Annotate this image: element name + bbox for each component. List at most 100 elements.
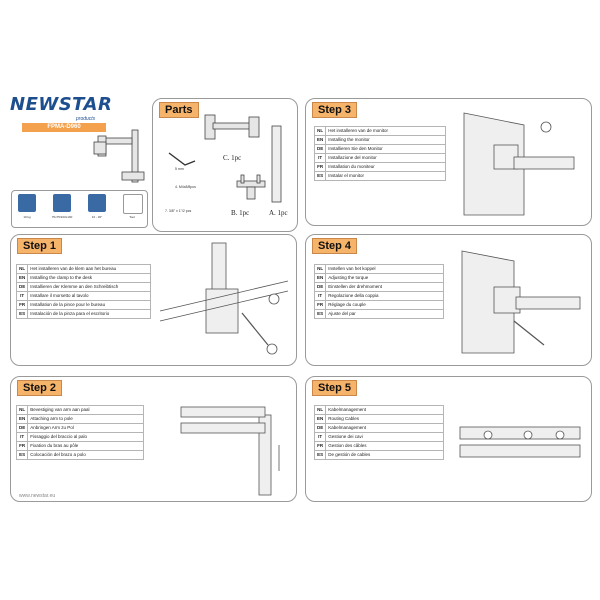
lang-code: EN: [313, 273, 327, 283]
step-5-title: Step 5: [312, 380, 358, 396]
lang-code: IT: [15, 432, 29, 442]
instruction-text: Regolazione della coppia: [325, 291, 444, 301]
instruction-text: Fissaggio del braccio al palo: [27, 432, 144, 442]
lang-code: NL: [313, 405, 327, 415]
step-1-illustration: [159, 242, 289, 355]
model-badge: FPMA-D960: [22, 123, 106, 132]
instruction-text: Het installeren van de klem aan het bure…: [27, 264, 151, 274]
instruction-text: De gestión de cables: [325, 450, 444, 460]
lang-code: ES: [313, 309, 327, 319]
spec-box: 10 kg 75x75/100x100 10 - 30" Tool: [11, 190, 148, 228]
instruction-text: Einstellen der drehmoment: [325, 282, 444, 292]
spec-label: 10 - 30": [91, 215, 103, 219]
pole-illustration: [271, 125, 282, 203]
step-5-illustration: [459, 426, 581, 458]
instruction-text: Installare il morsetto al tavolo: [27, 291, 151, 301]
instruction-text: Instalación de la pinza para el escritor…: [27, 309, 151, 319]
lang-code: FR: [313, 300, 327, 310]
instruction-text: Adjusting the torque: [325, 273, 444, 283]
lang-code: FR: [15, 300, 29, 310]
parts-panel: Parts 5 mm 4. M4x8/8pcs 7. 3/8" x 1"/2 p…: [152, 98, 298, 232]
instruction-text: Bevestiging van arm aan paal: [27, 405, 144, 415]
footer-url[interactable]: www.newstar.eu: [19, 493, 56, 499]
step-2-title: Step 2: [17, 380, 63, 396]
tool-icon: [123, 194, 143, 214]
instruction-text: Fixation du bras au pôle: [27, 441, 144, 451]
step-1-title: Step 1: [17, 238, 63, 254]
lang-code: ES: [313, 171, 327, 181]
lang-code: NL: [15, 264, 29, 274]
allen-key-illustration: [168, 152, 196, 166]
parts-title: Parts: [159, 102, 199, 118]
part-screws-a-label: 4. M4x8/8pcs: [175, 185, 196, 189]
instruction-text: Réglage du couple: [325, 300, 444, 310]
lang-code: DE: [313, 144, 327, 154]
part-a-label: A. 1pc: [269, 209, 288, 217]
lang-code: EN: [15, 273, 29, 283]
part-b-label: B. 1pc: [231, 209, 250, 217]
weight-icon: [18, 194, 36, 212]
instruction-text: Installieren Sie den Monitor: [325, 144, 446, 154]
step-4-illustration: [461, 250, 581, 354]
lang-code: ES: [15, 450, 29, 460]
lang-code: FR: [313, 441, 327, 451]
spec-label: Tool: [129, 215, 135, 219]
instruction-text: Installing the clamp to the desk: [27, 273, 151, 283]
part-key-label: 5 mm: [175, 167, 184, 171]
lang-code: IT: [313, 291, 327, 301]
instruction-text: Ajuste del par: [325, 309, 444, 319]
lang-code: NL: [313, 126, 327, 136]
lang-code: EN: [15, 414, 29, 424]
lang-code: DE: [15, 423, 29, 433]
instruction-text: Attaching arm to pole: [27, 414, 144, 424]
lang-code: IT: [313, 432, 327, 442]
spec-label: 75x75/100x100: [51, 215, 73, 219]
instruction-text: Installieren der Klemme an den Schreibti…: [27, 282, 151, 292]
part-c-label: C. 1pc: [223, 154, 242, 162]
part-screws-b-label: 7. 3/8" x 1"/2 pcs: [165, 209, 192, 213]
lang-code: DE: [313, 282, 327, 292]
vesa-icon: [53, 194, 71, 212]
instruction-text: Het installeren van de monitor: [325, 126, 446, 136]
spec-label: 10 kg: [23, 215, 31, 219]
screen-size-icon: [88, 194, 106, 212]
step-3-title: Step 3: [312, 102, 358, 118]
product-illustration: [93, 129, 145, 183]
brand-name: NEWSTAR: [10, 94, 113, 115]
lang-code: FR: [313, 162, 327, 172]
instruction-text: Colocación del brazo a polo: [27, 450, 144, 460]
instruction-text: Instellen van het koppel: [325, 264, 444, 274]
step-4-title: Step 4: [312, 238, 358, 254]
lang-code: NL: [15, 405, 29, 415]
instruction-text: Gestion des câbles: [325, 441, 444, 451]
instruction-text: Installazione del monitor: [325, 153, 446, 163]
